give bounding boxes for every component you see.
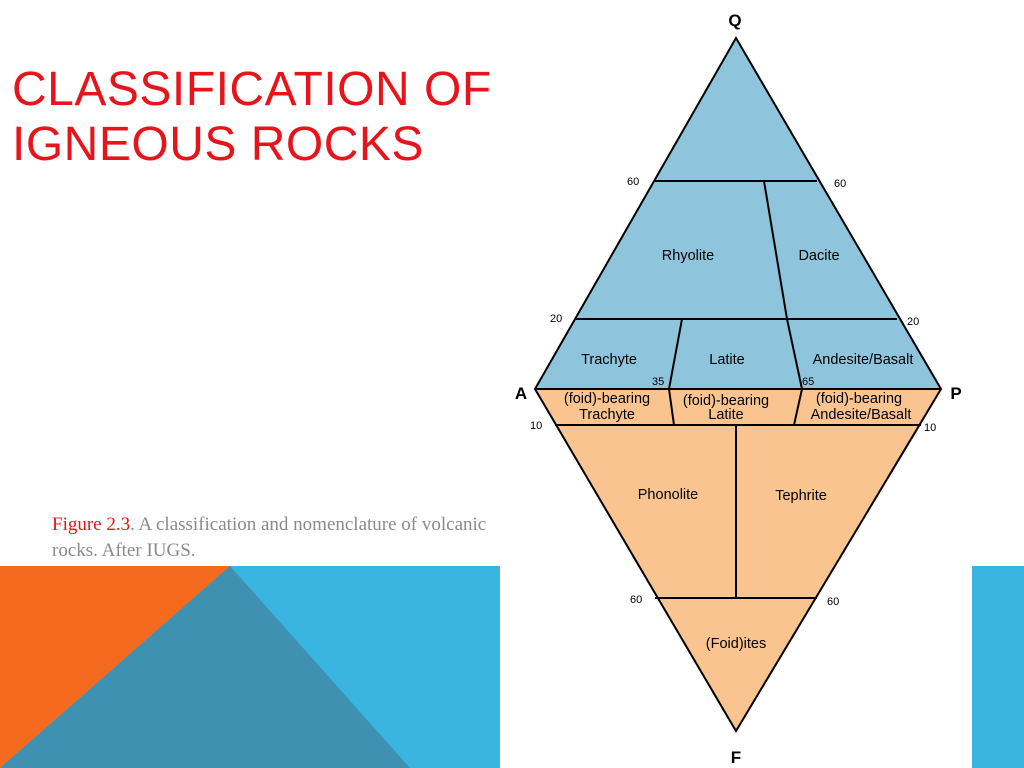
latite-andesite-boundary (786, 318, 803, 390)
rock-trachyte: Trachyte (581, 352, 637, 368)
label-f10-left: 10 (530, 420, 542, 432)
rock-dacite: Dacite (798, 248, 839, 264)
upper-triangle-region (535, 38, 941, 389)
figure-caption: Figure 2.3. A classification and nomencl… (52, 512, 492, 564)
label-f60-right: 60 (827, 596, 839, 608)
rock-latite: Latite (709, 352, 744, 368)
caption-text: . A classification and nomenclature of v… (52, 514, 487, 561)
lower-triangle-region (555, 425, 921, 731)
label-q20-right: 20 (907, 316, 919, 328)
foid-boundary-65 (793, 388, 803, 426)
rhyolite-dacite-boundary (763, 180, 788, 320)
rock-tephrite: Tephrite (775, 488, 827, 504)
vertex-a: A (515, 384, 527, 403)
label-35: 35 (652, 376, 664, 388)
rock-foid-andesite-basalt: Andesite/Basalt (811, 407, 912, 423)
trachyte-latite-boundary (668, 318, 683, 390)
rock-foid-bearing-2: (foid)-bearing (683, 393, 769, 409)
label-f10-right: 10 (924, 422, 936, 434)
rock-foidites: (Foid)ites (706, 636, 766, 652)
label-q60-left: 60 (627, 176, 639, 188)
rock-foid-trachyte: Trachyte (579, 407, 635, 423)
rock-andesite-basalt: Andesite/Basalt (813, 352, 914, 368)
title-line-1: CLASSIFICATION OF (12, 63, 492, 116)
rock-phonolite: Phonolite (638, 487, 698, 503)
decor-dark-triangle (0, 566, 410, 768)
label-q20-left: 20 (550, 313, 562, 325)
rock-rhyolite: Rhyolite (662, 248, 714, 264)
label-65: 65 (802, 376, 814, 388)
vertex-q: Q (728, 11, 741, 30)
rock-foid-latite: Latite (708, 407, 743, 423)
vertex-p: P (950, 384, 961, 403)
rock-foid-bearing-1: (foid)-bearing (564, 391, 650, 407)
rock-foid-bearing-3: (foid)-bearing (816, 391, 902, 407)
label-q60-right: 60 (834, 178, 846, 190)
foid-bearing-band (535, 389, 941, 425)
slide-title: CLASSIFICATION OF IGNEOUS ROCKS (12, 62, 512, 172)
qapf-diagram: Q A P F Rhyolite Dacite Trachyte Latite … (500, 0, 972, 768)
label-f60-left: 60 (630, 594, 642, 606)
diamond-outline (533, 36, 943, 733)
caption-figure-number: Figure 2.3 (52, 514, 131, 535)
foid-boundary-35 (668, 388, 675, 426)
field-boundaries (533, 36, 943, 733)
vertex-f: F (731, 748, 741, 767)
title-line-2: IGNEOUS ROCKS (12, 118, 424, 171)
